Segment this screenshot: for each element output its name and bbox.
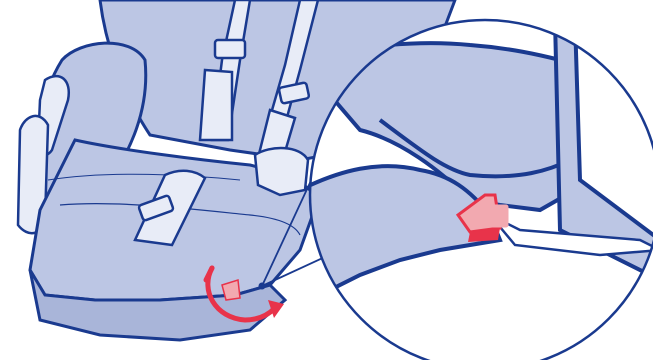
chest-clip-left	[215, 40, 245, 58]
zoom-release-lever-tab	[490, 205, 508, 227]
buckle-tongue-left	[200, 70, 232, 140]
crotch-buckle	[255, 148, 308, 195]
